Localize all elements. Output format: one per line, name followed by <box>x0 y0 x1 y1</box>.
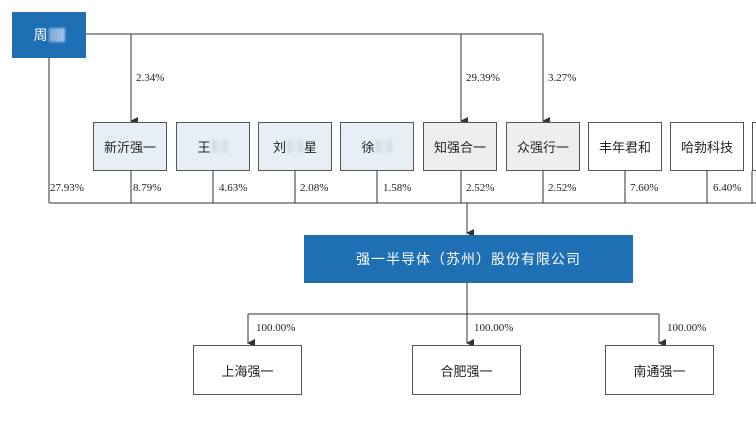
shareholder-box-4: 徐 <box>340 122 414 171</box>
shareholder-box-1: 新沂强一 <box>93 122 167 171</box>
top-pct-3: 3.27% <box>548 72 577 84</box>
shareholder-pct-3: 2.08% <box>300 182 329 194</box>
redaction-mark <box>211 140 228 153</box>
shareholder-box-5: 知强合一 <box>423 122 497 171</box>
top-shareholder-box: 周 <box>12 12 86 58</box>
company-label: 强一半导体（苏州）股份有限公司 <box>356 252 581 268</box>
shareholder-label-suffix: 星 <box>304 141 318 156</box>
subsidiary-box-2: 合肥强一 <box>412 345 521 395</box>
shareholder-pct-2: 4.63% <box>219 182 248 194</box>
company-box: 强一半导体（苏州）股份有限公司 <box>304 235 633 283</box>
shareholder-label: 知强合一 <box>433 141 486 156</box>
subsidiary-label: 合肥强一 <box>440 364 493 380</box>
shareholder-pct-4: 1.58% <box>383 182 412 194</box>
shareholder-label: 众强行一 <box>516 141 569 156</box>
shareholder-pct-6: 2.52% <box>548 182 577 194</box>
subsidiary-label: 上海强一 <box>221 364 274 380</box>
shareholder-label: 王 <box>197 141 211 156</box>
subsidiary-pct-3: 100.00% <box>667 322 707 334</box>
subsidiary-label: 南通强一 <box>633 364 686 380</box>
subsidiary-box-1: 上海强一 <box>193 345 302 395</box>
shareholder-pct-1: 8.79% <box>133 182 162 194</box>
shareholder-label: 刘 <box>272 141 286 156</box>
shareholder-label: 新沂强一 <box>103 141 156 156</box>
subsidiary-pct-1: 100.00% <box>256 322 296 334</box>
redaction-mark <box>287 140 303 153</box>
subsidiary-pct-2: 100.00% <box>474 322 514 334</box>
redaction-mark <box>48 28 65 42</box>
shareholder-box-2: 王 <box>176 122 250 171</box>
shareholder-label: 哈勃科技 <box>680 141 733 156</box>
shareholder-box-3: 刘星 <box>258 122 332 171</box>
redaction-mark <box>375 140 392 153</box>
top-shareholder-label: 周 <box>33 28 48 44</box>
shareholder-pct-7: 7.60% <box>630 182 659 194</box>
top-pct-2: 29.39% <box>466 72 500 84</box>
shareholder-pct-8: 6.40% <box>713 182 742 194</box>
shareholder-box-8: 哈勃科技 <box>670 122 744 171</box>
shareholder-label: 徐 <box>361 141 375 156</box>
direct-pct: 27.93% <box>50 182 84 194</box>
shareholder-box-6: 众强行一 <box>506 122 580 171</box>
shareholder-box-cut <box>752 122 756 171</box>
subsidiary-box-3: 南通强一 <box>605 345 714 395</box>
shareholder-box-7: 丰年君和 <box>588 122 662 171</box>
top-pct-1: 2.34% <box>136 72 165 84</box>
shareholder-pct-5: 2.52% <box>466 182 495 194</box>
shareholder-label: 丰年君和 <box>598 141 651 156</box>
